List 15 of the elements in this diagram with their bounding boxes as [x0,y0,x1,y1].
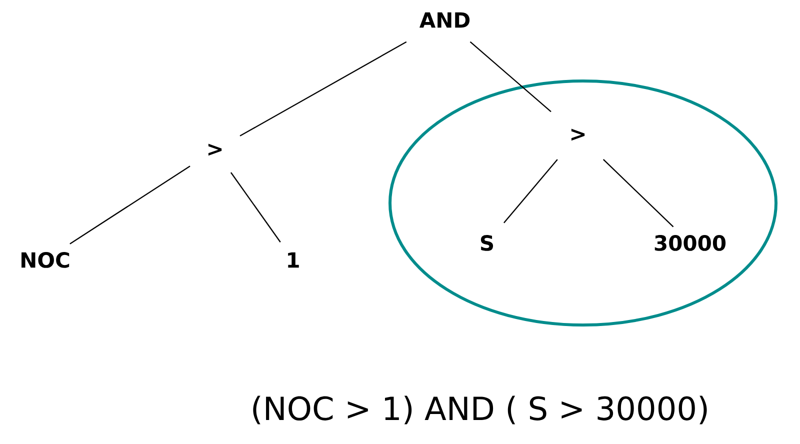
tree-branch [470,41,552,112]
tree-branch [70,166,190,244]
tree-node-label: AND [419,12,470,28]
tree-branch [240,41,407,136]
highlight-ellipse [388,80,778,326]
tree-node-label: 30000 [654,235,726,251]
tree-node-label: S [480,235,494,251]
tree-branch [504,159,558,224]
tree-node-label: > [571,128,585,141]
tree-node-label: 1 [288,252,299,268]
tree-node-label: > [208,144,222,156]
tree-branch [230,172,281,242]
tree-branch [602,159,674,228]
caption: (NOC > 1) AND ( S > 30000) [253,396,707,424]
tree-node-label: NOC [22,252,70,268]
